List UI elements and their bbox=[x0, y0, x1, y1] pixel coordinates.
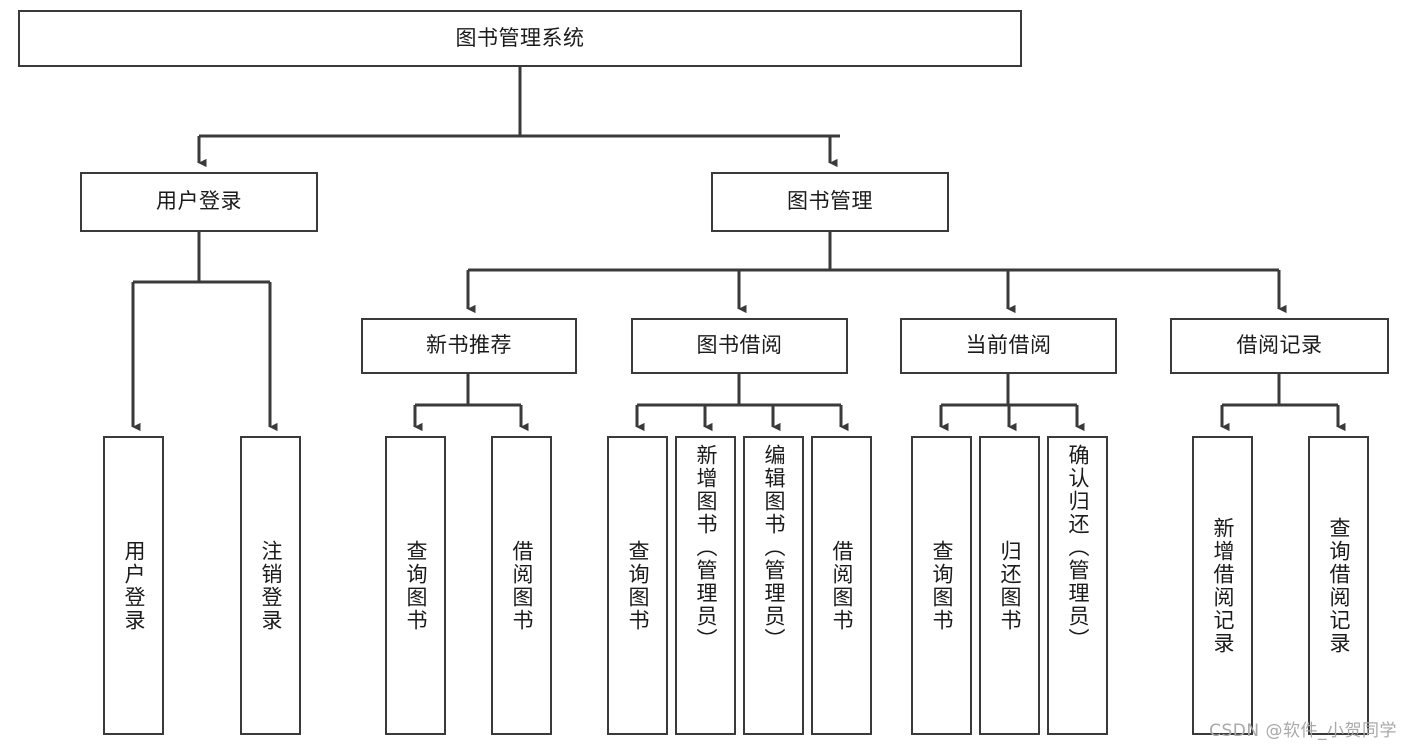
node-borrow-record-label: 借阅记录 bbox=[1236, 333, 1323, 358]
leaf-add-borrow-record-label: 新增借阅记录 bbox=[1211, 516, 1235, 655]
leaf-edit-book-admin-label: 编辑图书（管理员） bbox=[762, 444, 786, 651]
node-current-borrow[interactable]: 当前借阅 bbox=[900, 318, 1117, 374]
node-user-login[interactable]: 用户登录 bbox=[80, 172, 318, 232]
leaf-borrow-book-borrow-label: 借阅图书 bbox=[830, 539, 854, 632]
leaf-query-book-current-label: 查询图书 bbox=[930, 539, 954, 632]
leaf-query-book-recommend-label: 查询图书 bbox=[404, 539, 428, 632]
node-root-system[interactable]: 图书管理系统 bbox=[18, 10, 1022, 67]
node-borrow-record[interactable]: 借阅记录 bbox=[1170, 318, 1389, 374]
leaf-query-book-borrow[interactable]: 查询图书 bbox=[607, 436, 668, 735]
leaf-logout-label: 注销登录 bbox=[259, 539, 283, 632]
leaf-add-book-admin[interactable]: 新增图书（管理员） bbox=[675, 436, 736, 735]
node-new-book-recommend-label: 新书推荐 bbox=[426, 333, 512, 358]
node-book-borrow[interactable]: 图书借阅 bbox=[631, 318, 848, 374]
leaf-logout[interactable]: 注销登录 bbox=[240, 436, 301, 735]
node-new-book-recommend[interactable]: 新书推荐 bbox=[361, 318, 577, 374]
leaf-query-book-borrow-label: 查询图书 bbox=[626, 539, 650, 632]
leaf-return-book-label: 归还图书 bbox=[998, 539, 1022, 632]
node-user-login-label: 用户登录 bbox=[156, 189, 242, 214]
leaf-user-login-label: 用户登录 bbox=[122, 539, 146, 632]
node-book-management[interactable]: 图书管理 bbox=[711, 172, 949, 232]
leaf-borrow-book-recommend[interactable]: 借阅图书 bbox=[491, 436, 552, 735]
leaf-add-book-admin-label: 新增图书（管理员） bbox=[694, 444, 718, 651]
leaf-user-login[interactable]: 用户登录 bbox=[103, 436, 164, 735]
node-current-borrow-label: 当前借阅 bbox=[965, 333, 1052, 358]
leaf-confirm-return-admin[interactable]: 确认归还（管理员） bbox=[1047, 436, 1108, 735]
leaf-return-book[interactable]: 归还图书 bbox=[979, 436, 1040, 735]
node-root-system-label: 图书管理系统 bbox=[455, 25, 585, 50]
leaf-borrow-book-recommend-label: 借阅图书 bbox=[510, 539, 534, 632]
leaf-query-borrow-record[interactable]: 查询借阅记录 bbox=[1308, 436, 1369, 735]
leaf-borrow-book-borrow[interactable]: 借阅图书 bbox=[811, 436, 872, 735]
leaf-edit-book-admin[interactable]: 编辑图书（管理员） bbox=[743, 436, 804, 735]
leaf-query-book-recommend[interactable]: 查询图书 bbox=[385, 436, 446, 735]
leaf-confirm-return-admin-label: 确认归还（管理员） bbox=[1066, 444, 1090, 651]
leaf-add-borrow-record[interactable]: 新增借阅记录 bbox=[1192, 436, 1253, 735]
node-book-management-label: 图书管理 bbox=[787, 189, 873, 214]
leaf-query-borrow-record-label: 查询借阅记录 bbox=[1327, 516, 1351, 655]
node-book-borrow-label: 图书借阅 bbox=[696, 333, 783, 358]
leaf-query-book-current[interactable]: 查询图书 bbox=[911, 436, 972, 735]
